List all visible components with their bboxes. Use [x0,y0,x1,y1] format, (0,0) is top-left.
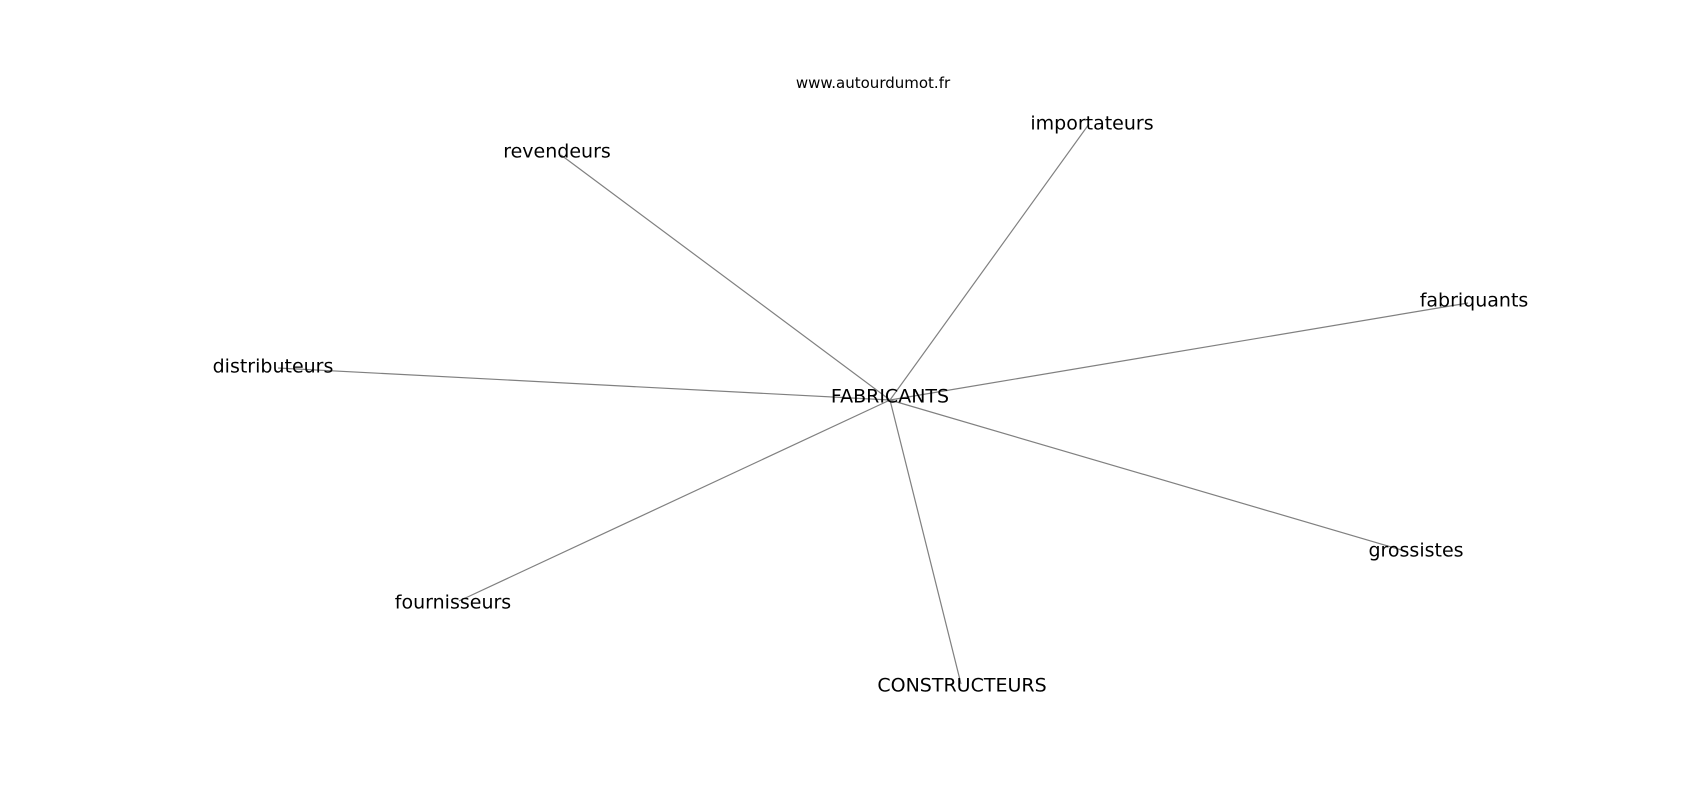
node-label-importateurs[interactable]: importateurs [1030,112,1154,135]
node-label-distributeurs[interactable]: distributeurs [212,355,334,378]
center-node-label[interactable]: FABRICANTS [830,385,950,408]
edge-grossistes [889,399,1406,552]
edge-revendeurs [560,154,891,401]
node-label-constructeurs[interactable]: CONSTRUCTEURS [877,674,1047,697]
watermark-text: www.autourdumot.fr [795,74,951,92]
edge-constructeurs [889,399,962,685]
edge-fournisseurs [458,399,891,602]
edge-fabriquants [889,302,1469,401]
edge-distributeurs [277,367,891,401]
edge-importateurs [889,123,1090,401]
node-label-revendeurs[interactable]: revendeurs [503,140,611,163]
node-label-fabriquants[interactable]: fabriquants [1419,289,1529,312]
node-label-grossistes[interactable]: grossistes [1368,539,1464,562]
node-label-fournisseurs[interactable]: fournisseurs [394,591,512,614]
